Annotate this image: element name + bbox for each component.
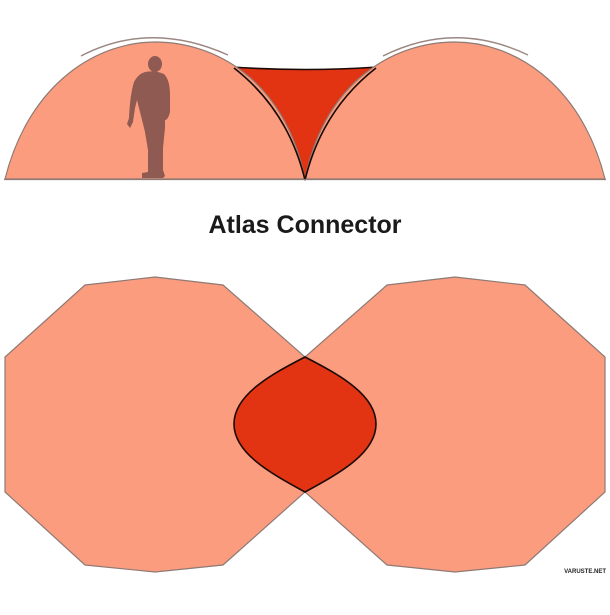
left-tent-footprint — [4, 276, 306, 573]
right-fly-arc — [382, 37, 529, 57]
watermark: VARUSTE.NET — [564, 569, 606, 575]
top-view — [4, 276, 606, 573]
right-tent-dome — [304, 41, 606, 180]
side-connector-edge-left — [233, 67, 306, 181]
side-view — [4, 37, 606, 181]
connector-footprint — [233, 356, 377, 493]
side-connector-edge-right — [304, 67, 377, 181]
person-silhouette-icon — [127, 56, 170, 178]
diagram-title: Atlas Connector — [208, 211, 402, 239]
left-fly-arc — [80, 37, 229, 57]
